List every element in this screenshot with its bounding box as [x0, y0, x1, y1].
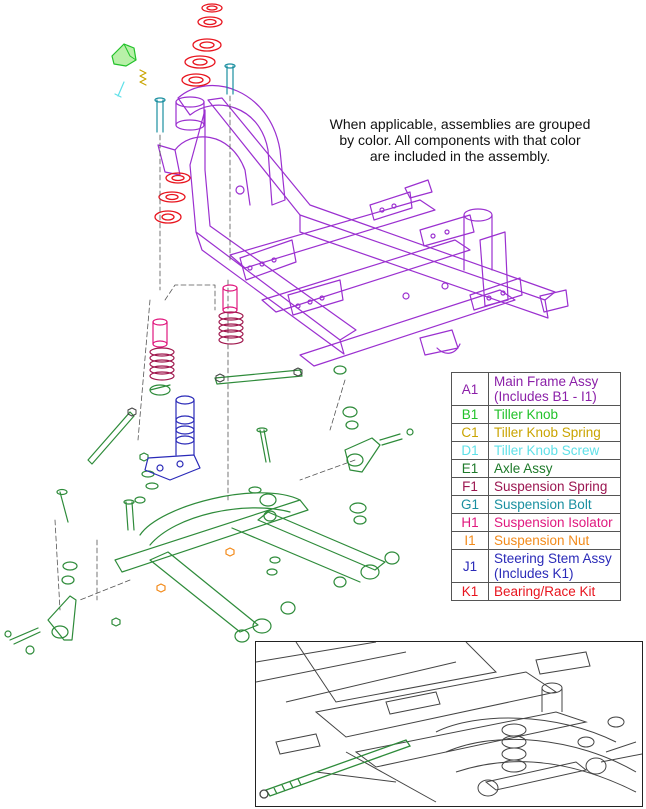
suspension-bolts — [154, 63, 236, 133]
legend-label: Axle Assy — [488, 459, 621, 478]
highlighted-tie-rod — [259, 739, 412, 799]
legend-code: F1 — [451, 477, 489, 496]
assembled-view-drawing — [256, 642, 642, 803]
legend-code: D1 — [451, 441, 489, 460]
note-line-1: When applicable, assemblies are grouped — [329, 116, 591, 132]
bearing-race-kit — [154, 3, 223, 224]
suspension-nuts — [156, 547, 235, 593]
legend-label: Suspension Nut — [488, 531, 621, 550]
legend-code: H1 — [451, 513, 489, 532]
legend-code: C1 — [451, 423, 489, 442]
legend-label: Steering Stem Assy (Includes K1) — [488, 549, 621, 583]
main-frame — [157, 84, 569, 367]
legend-label: Suspension Bolt — [488, 495, 621, 514]
legend-label: Bearing/Race Kit — [488, 582, 621, 601]
legend-code: G1 — [451, 495, 489, 514]
legend-code: E1 — [451, 459, 489, 478]
tiller-knob-screw — [114, 81, 125, 98]
legend-code: B1 — [451, 405, 489, 424]
tiller-knob — [111, 43, 137, 67]
legend-code: J1 — [451, 549, 489, 583]
tiller-knob-spring — [139, 69, 147, 86]
note-line-2: by color. All components with that color — [339, 132, 581, 148]
legend-label: Suspension Spring — [488, 477, 621, 496]
legend-label: Tiller Knob — [488, 405, 621, 424]
alignment-lines — [54, 95, 356, 611]
tie-rod-ends — [127, 367, 303, 417]
legend-label: Tiller Knob Screw — [488, 441, 621, 460]
legend-code: I1 — [451, 531, 489, 550]
legend-code: K1 — [451, 582, 489, 601]
legend-label: Suspension Isolator — [488, 513, 621, 532]
assembly-color-note: When applicable, assemblies are grouped … — [300, 116, 620, 164]
suspension-isolators — [152, 284, 238, 348]
legend-code: A1 — [451, 372, 489, 406]
assembled-view-inset — [255, 641, 643, 807]
note-line-3: are included in the assembly. — [369, 148, 551, 164]
legend-label: Tiller Knob Spring — [488, 423, 621, 442]
axle-assembly — [4, 365, 414, 655]
suspension-springs — [149, 311, 244, 381]
legend-label: Main Frame Assy (Includes B1 - I1) — [488, 372, 621, 406]
steering-stem — [144, 395, 201, 481]
